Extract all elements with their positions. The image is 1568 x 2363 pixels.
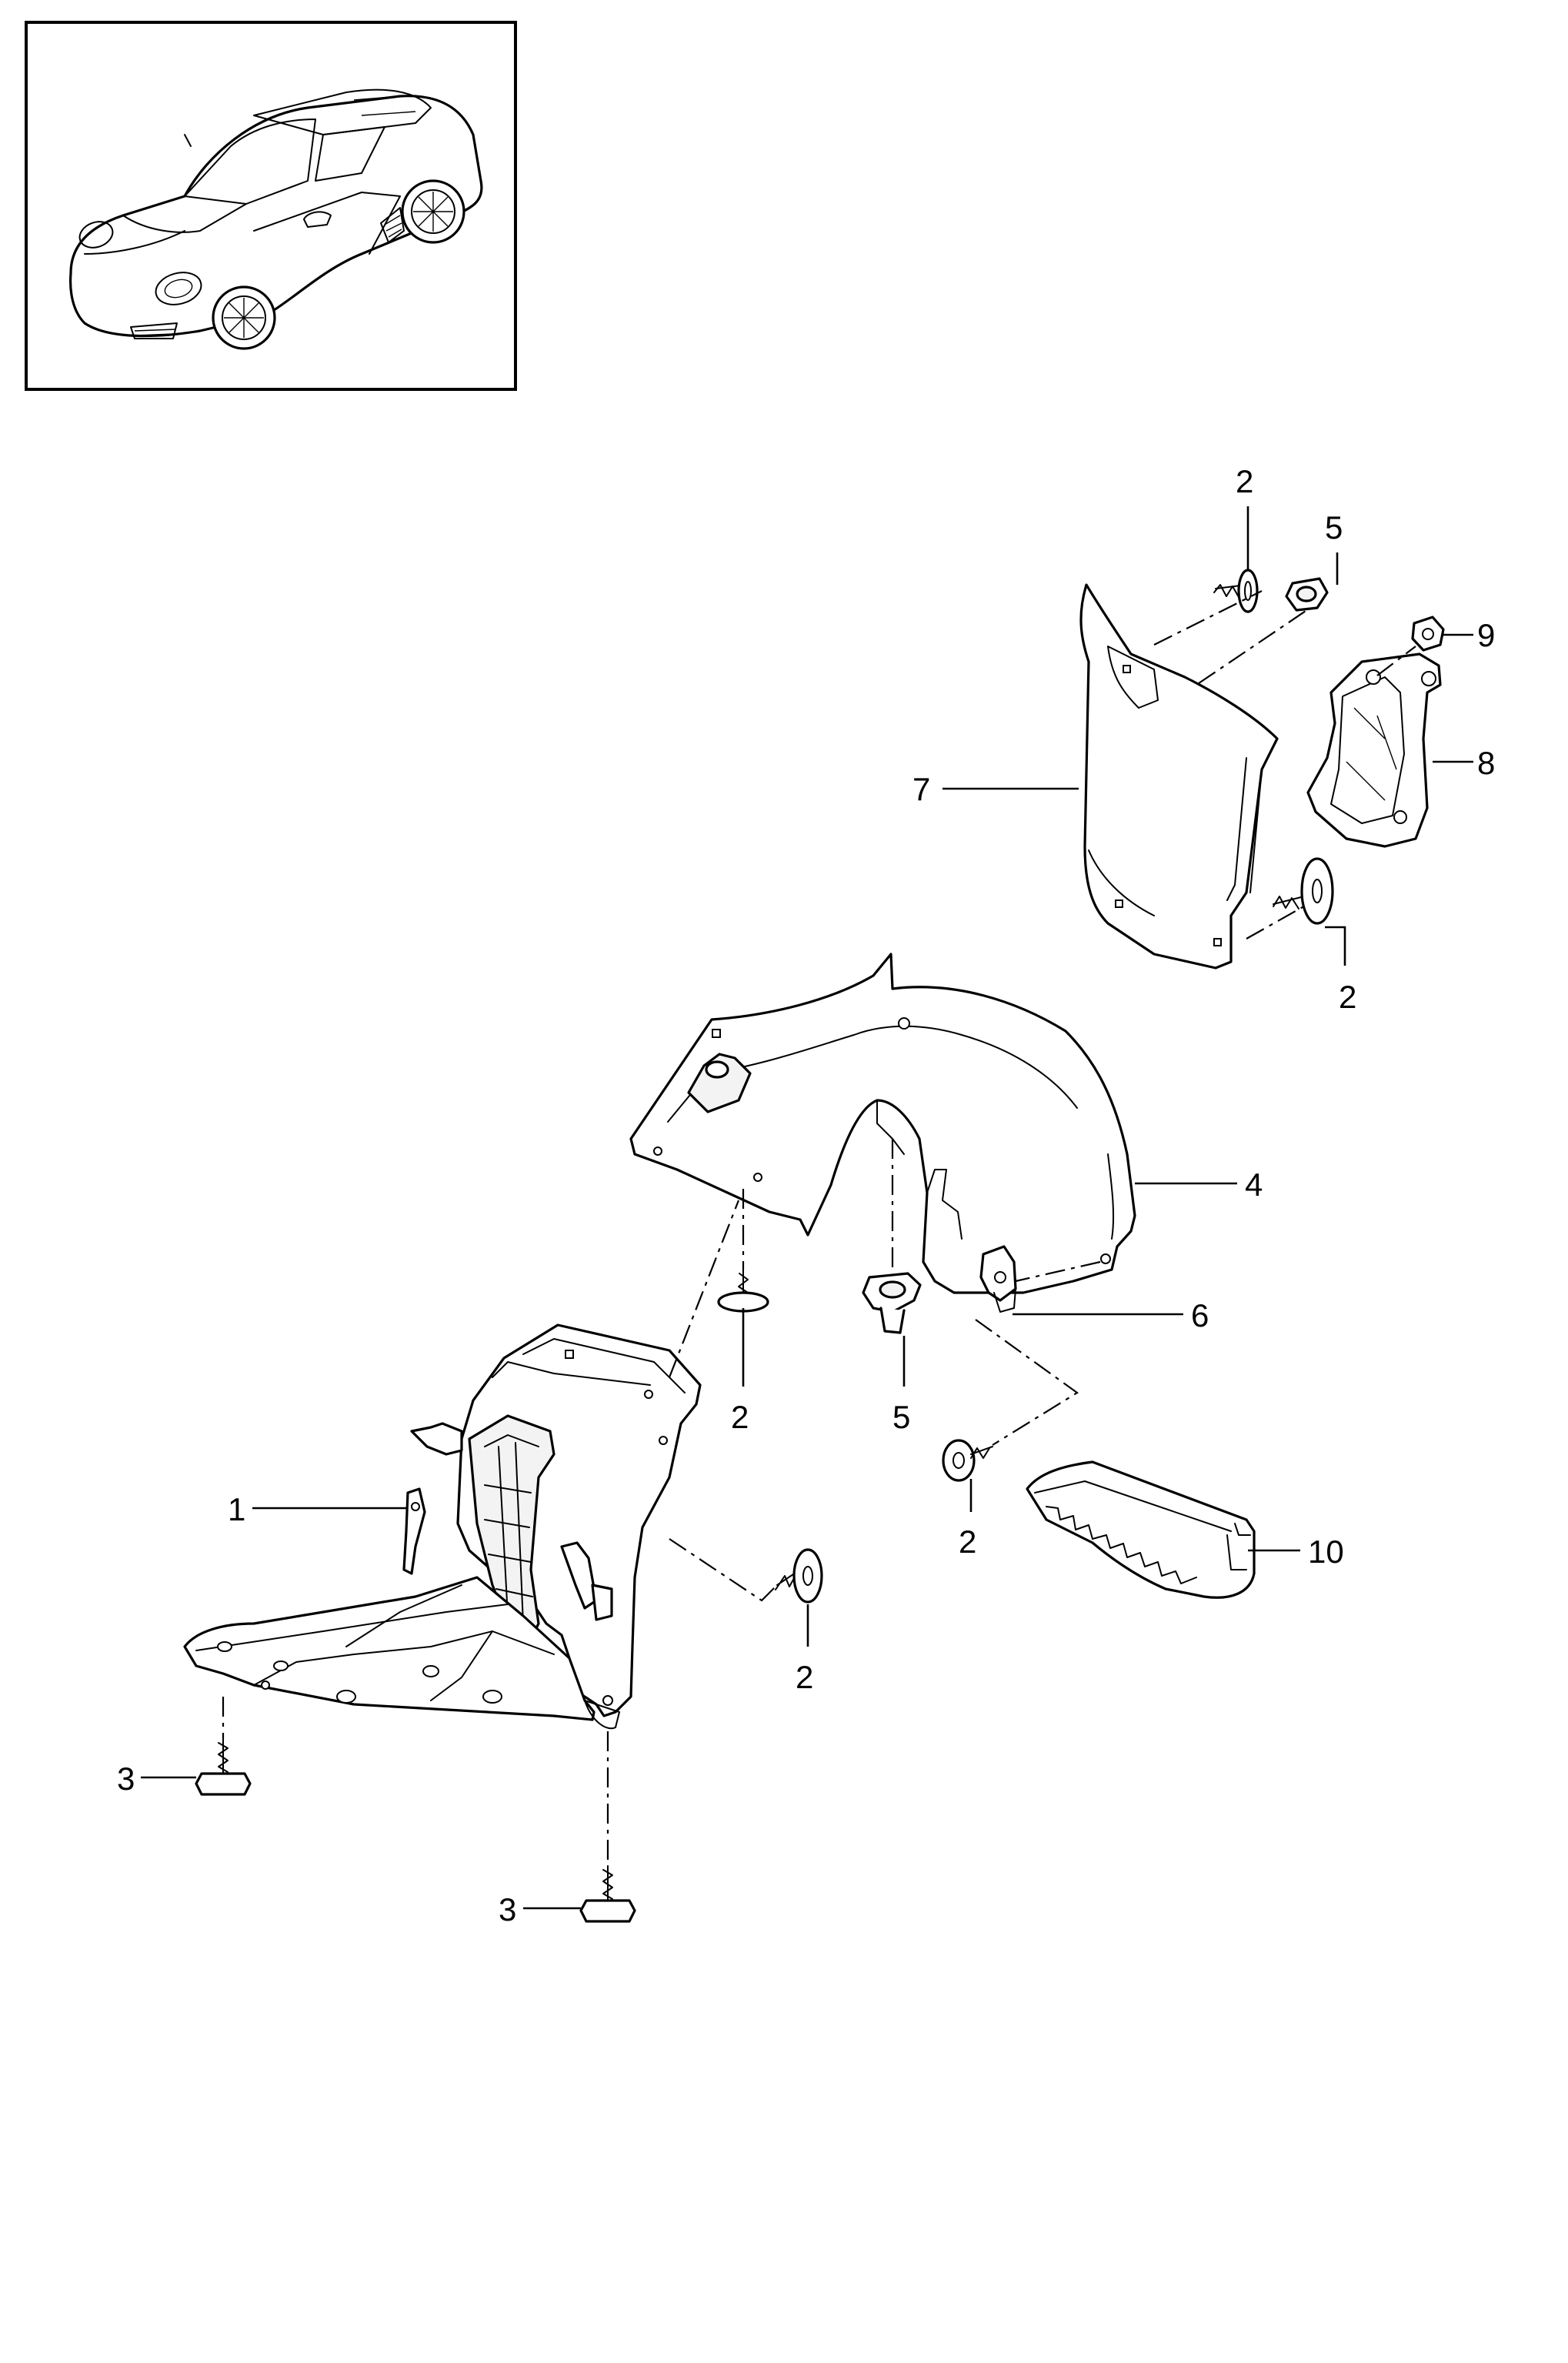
callout-7: 7: [912, 771, 930, 807]
callout-5-mid: 5: [892, 1399, 910, 1435]
fastener-screw-mid: [717, 1269, 769, 1313]
callout-6: 6: [1191, 1297, 1209, 1333]
part-8-bracket: [1306, 652, 1442, 848]
fastener-bolt-bottom: [579, 1865, 636, 1923]
callout-labels: 2 5 9 8 7 2 4 6 2 5 2 10 1 2 3 3: [117, 463, 1495, 1927]
floor-panel: [183, 1576, 596, 1721]
callout-2-clip: 2: [959, 1524, 976, 1560]
part-7-liner-section: [1079, 583, 1279, 970]
assembly-lines: [222, 590, 1416, 1866]
bracket-body: [1306, 652, 1442, 848]
fastener-screw-top: [1213, 569, 1259, 613]
callout-4: 4: [1245, 1166, 1263, 1203]
part-4-wheel-housing-liner: [629, 953, 1136, 1294]
wheel-liner-body: [629, 953, 1136, 1294]
fastener-clip-nut: [979, 1245, 1017, 1313]
callout-3-left: 3: [117, 1761, 135, 1797]
fastener-bolt-left: [195, 1738, 252, 1796]
fastener-nut-top: [1285, 577, 1329, 612]
car-illustration: [68, 88, 483, 350]
fastener-nut-mid: [862, 1272, 922, 1334]
part-10-cover: [1026, 1460, 1256, 1599]
callout-5-top: 5: [1325, 509, 1343, 546]
callout-3-bottom: 3: [499, 1891, 516, 1927]
fastener-screw-clip: [942, 1439, 993, 1482]
callout-2-front: 2: [796, 1659, 813, 1695]
callout-10: 10: [1308, 1534, 1344, 1570]
callout-2-mid: 2: [731, 1399, 749, 1435]
vehicle-inset: [25, 21, 517, 391]
fastener-screw-right: [1273, 857, 1334, 925]
leader-lines: [141, 506, 1473, 1910]
fastener-screw-front: [775, 1548, 823, 1604]
callout-2-right: 2: [1339, 979, 1356, 1015]
part-1-front-liner: [183, 1323, 702, 1730]
liner-section-body: [1079, 583, 1279, 970]
callout-9: 9: [1477, 617, 1495, 653]
callout-2-top: 2: [1236, 463, 1253, 499]
callout-8: 8: [1477, 745, 1495, 781]
vent-grille: [468, 1414, 555, 1640]
part-9-clip: [1411, 616, 1445, 652]
callout-1: 1: [228, 1491, 245, 1527]
cover-body: [1026, 1460, 1256, 1599]
